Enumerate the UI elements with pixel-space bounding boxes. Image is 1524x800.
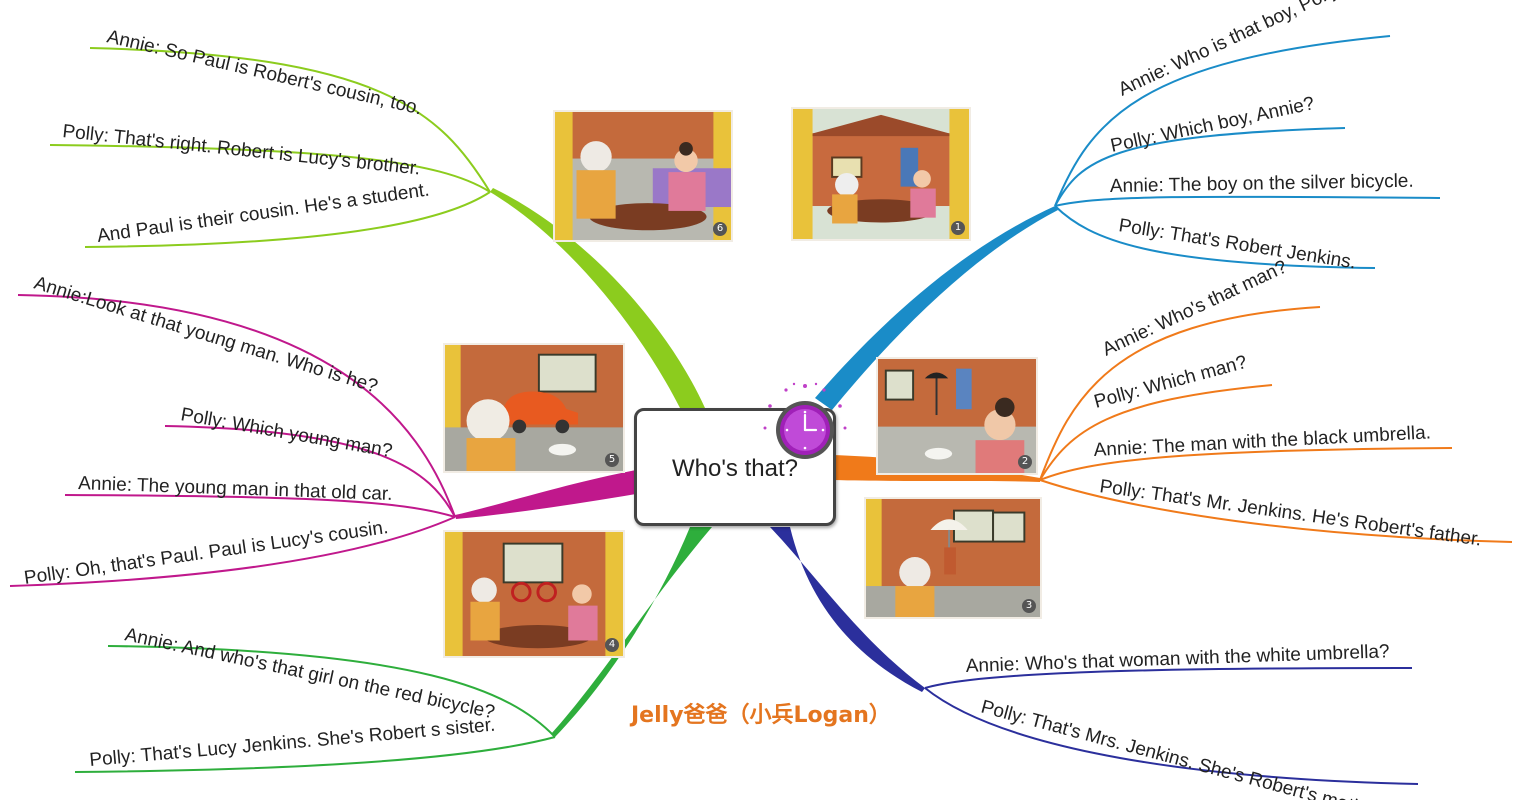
blue-line-4 [1054,205,1376,269]
branch-green-trunk [551,527,712,737]
orange-line-1 [1039,306,1321,481]
picture-3: 3 [864,497,1042,619]
picture-1-number: 1 [951,221,965,235]
branch-navy-lines [924,667,1419,785]
green-line-2 [74,736,556,773]
branch-magenta-labels: Annie:Look at that young man. Who is he?… [23,273,394,589]
picture-4: 4 [443,530,625,658]
branch-green-lines [74,645,556,773]
orange-label-4: Polly: That's Mr. Jenkins. He's Robert's… [1098,476,1483,550]
navy-line-1 [924,667,1413,689]
orange-line-4 [1039,479,1513,543]
picture-1: 1 [791,107,971,241]
magenta-label-2: Polly: Which young man? [179,404,394,462]
branch-blue-lines [1054,35,1441,269]
blue-label-4: Polly: That's Robert Jenkins. [1117,215,1357,273]
magenta-line-4 [9,516,456,587]
lime-line-3 [84,191,491,248]
orange-label-2: Polly: Which man? [1092,352,1249,413]
blue-line-3 [1054,195,1441,207]
picture-4-number: 4 [605,638,619,652]
green-label-2: Polly: That's Lucy Jenkins. She's Robert… [89,715,496,771]
branch-orange-lines [1039,306,1513,543]
magenta-line-3 [64,494,456,518]
magenta-label-1: Annie:Look at that young man. Who is he? [32,273,381,398]
magenta-label-3: Annie: The young man in that old car. [78,473,393,505]
blue-label-1: Annie: Who is that boy, Polly? [1115,0,1351,101]
magenta-line-2 [164,425,456,518]
lime-label-1: Annie: So Paul is Robert's cousin, too. [105,26,424,119]
picture-5: 5 [443,343,625,473]
clock-icon [763,382,847,459]
lime-line-1 [89,47,491,193]
orange-line-2 [1039,384,1273,481]
blue-line-1 [1054,35,1391,207]
branch-lime-lines [49,47,491,248]
navy-label-1: Annie: Who's that woman with the white u… [965,641,1389,677]
branch-magenta-trunk [455,470,636,519]
blue-label-3: Annie: The boy on the silver bicycle. [1110,171,1414,197]
lime-label-3: And Paul is their cousin. He's a student… [96,179,431,246]
picture-2: 2 [876,357,1038,475]
picture-3-number: 3 [1022,599,1036,613]
picture-5-number: 5 [605,453,619,467]
magenta-line-1 [17,294,456,518]
branch-navy-trunk [770,527,925,692]
lime-line-2 [49,144,491,193]
picture-6-number: 6 [713,222,727,236]
lime-label-2: Polly: That's right. Robert is Lucy's br… [61,121,421,179]
branch-lime-trunk [490,188,705,408]
branch-lime-labels: Annie: So Paul is Robert's cousin, too. … [61,26,430,247]
green-line-1 [107,645,556,738]
branch-magenta-lines [9,294,456,587]
branch-green-labels: Annie: And who's that girl on the red bi… [89,624,497,771]
branch-blue-labels: Annie: Who is that boy, Polly? Polly: Wh… [1109,0,1414,273]
branch-navy-labels: Annie: Who's that woman with the white u… [965,641,1389,800]
navy-line-2 [924,687,1419,785]
orange-label-1: Annie: Who's that man? [1099,256,1290,360]
orange-label-3: Annie: The man with the black umbrella. [1093,422,1431,461]
branch-blue-trunk [815,206,1058,410]
picture-2-number: 2 [1018,455,1032,469]
central-topic-title: Who's that? [672,455,798,482]
blue-label-2: Polly: Which boy, Annie? [1109,93,1317,157]
picture-6: 6 [553,110,733,242]
blue-line-2 [1054,127,1346,207]
green-label-1: Annie: And who's that girl on the red bi… [123,624,497,723]
navy-label-2: Polly: That's Mrs. Jenkins. She's Robert… [979,697,1386,800]
author-label: Jelly爸爸（小兵Logan） [631,703,891,728]
orange-line-3 [1039,447,1453,481]
